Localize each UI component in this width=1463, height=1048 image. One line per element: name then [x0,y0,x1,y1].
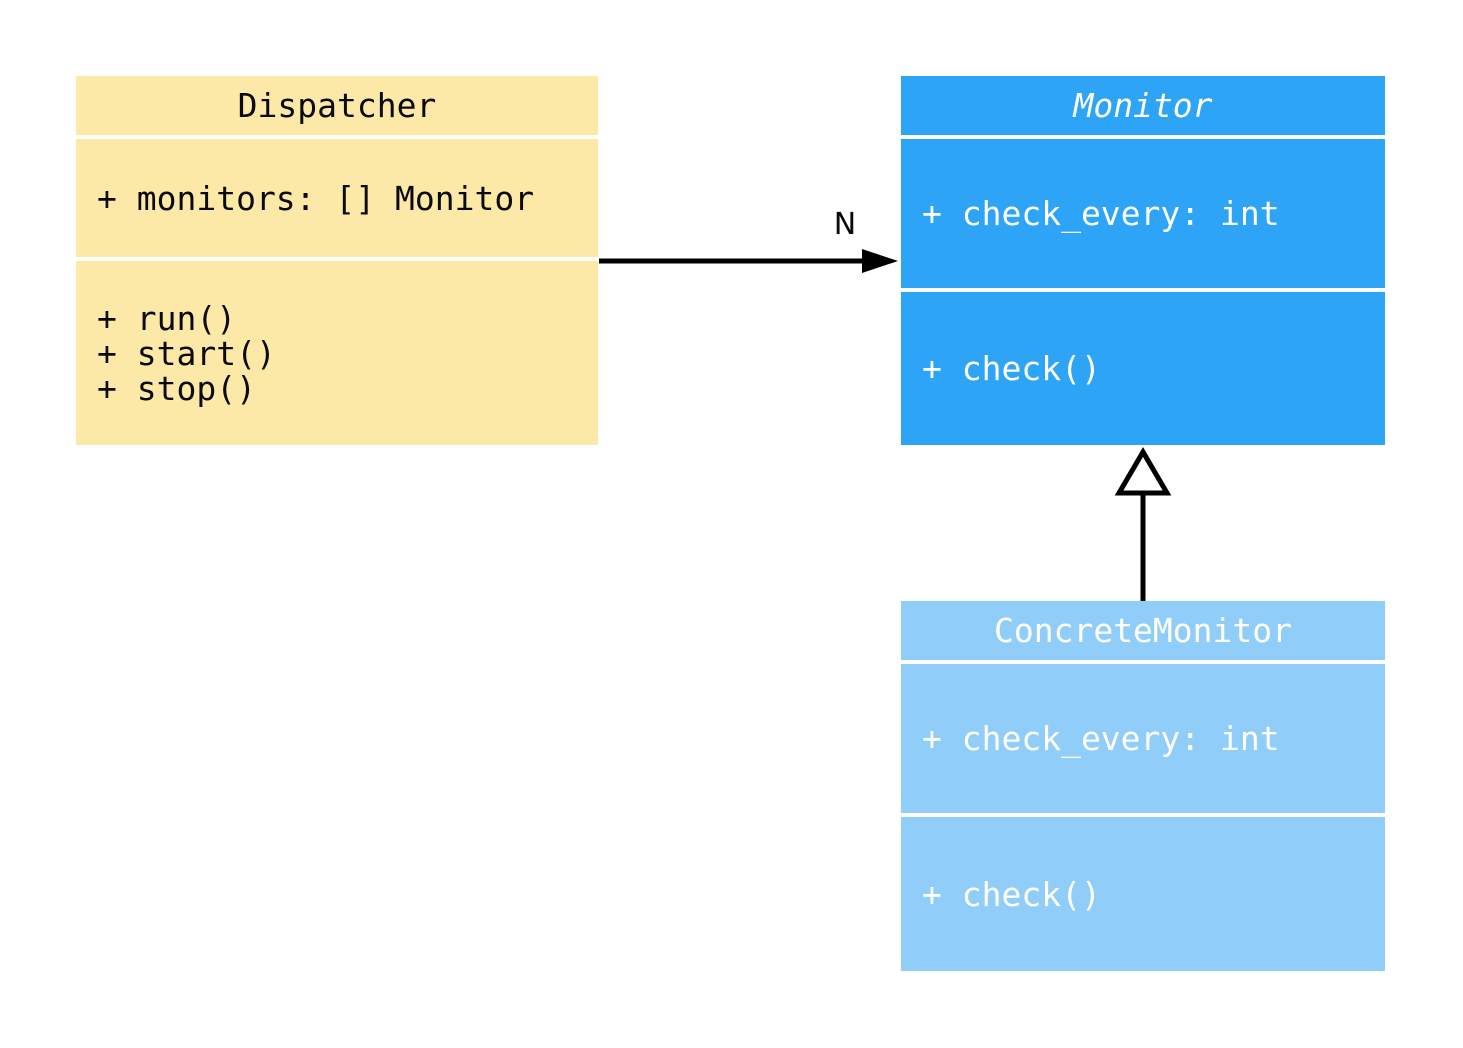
attribute-check-every: + check_every: int [922,194,1280,233]
class-dispatcher: Dispatcher + monitors: [] Monitor + run(… [76,76,598,445]
filled-arrowhead-icon [862,249,898,273]
inheritance-arrow [1114,447,1172,601]
method-check: + check() [922,874,1101,914]
class-dispatcher-title: Dispatcher [76,76,598,135]
hollow-triangle-icon [1114,447,1172,496]
association-arrow [599,249,898,273]
method-start: + start() [97,333,276,373]
class-concrete-monitor: ConcreteMonitor + check_every: int + che… [901,601,1385,971]
method-stop: + stop() [97,368,256,408]
method-run: + run() [97,298,237,338]
class-dispatcher-attributes: + monitors: [] Monitor [76,139,598,257]
class-monitor-attributes: + check_every: int [901,139,1385,288]
attribute-monitors: + monitors: [] Monitor [97,178,535,218]
method-check: + check() [922,349,1101,388]
attribute-check-every: + check_every: int [922,719,1280,758]
class-monitor-title: Monitor [901,76,1385,135]
class-concrete-monitor-attributes: + check_every: int [901,664,1385,813]
class-concrete-monitor-title: ConcreteMonitor [901,601,1385,660]
multiplicity-label: N [833,207,857,242]
class-monitor-methods: + check() [901,292,1385,445]
class-monitor: Monitor + check_every: int + check() [901,76,1385,445]
class-dispatcher-methods: + run() + start() + stop() [76,261,598,445]
class-concrete-monitor-methods: + check() [901,817,1385,971]
